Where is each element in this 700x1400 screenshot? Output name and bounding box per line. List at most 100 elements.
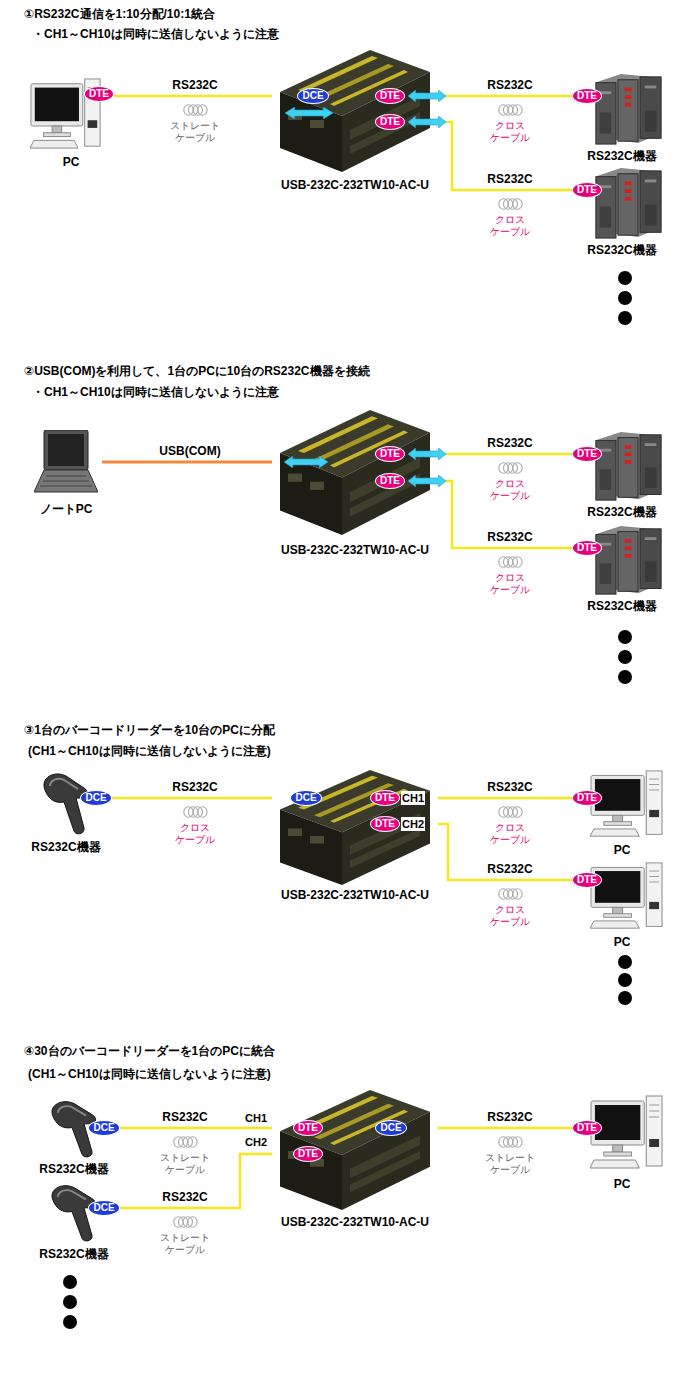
section-note: ・CH1～CH10は同時に送信しないように注意 [32,26,279,42]
cable-line [438,1127,572,1130]
equipment-box: RS232C機器 DTE [572,166,672,258]
node-label: RS232C機器 [39,1247,108,1262]
interface-label: RS232C [485,862,534,877]
converter-icon [280,50,430,172]
label-anchor: クロス ケーブル [490,822,530,846]
laptop-box: ノートPC [30,425,102,517]
equipment-icon [596,432,661,500]
cable-line [114,95,272,98]
dte-badge: DTE [375,88,405,104]
node-label: DCE [302,90,323,102]
label-anchor: ②USB(COM)を利用して、1台のPCに10台のRS232C機器を接続 [24,363,370,379]
pc-icon [590,1096,662,1168]
interface-label: RS232C [170,78,219,93]
flow-arrow [285,107,333,119]
dce-badge: DCE [290,790,322,806]
flow-arrow [408,475,446,487]
dce-badge: DCE [297,88,329,104]
section-heading: ③1台のバーコードリーダーを10台のPCに分配 [24,722,275,738]
converter-icon [280,770,430,885]
dte-badge: DTE [84,86,114,102]
section-heading: ④30台のバーコードリーダーを1台のPCに統合 [24,1043,275,1059]
edge-label-anchor: RS232C [485,172,534,187]
converter-icon [280,410,430,535]
dce-badge: DCE [375,1120,407,1136]
label-anchor: クロス ケーブル [490,120,530,144]
channel-label: CH1 [401,791,425,805]
cable-line [102,461,272,464]
edge-label-anchor: RS232C [485,862,534,877]
connector-group [102,96,572,1208]
equipment-box: RS232C機器DTE [572,72,672,164]
ellipsis-dot [618,955,632,969]
node-label: USB-232C-232TW10-AC-U [281,1215,429,1230]
node-label: RS232C機器 [587,243,656,258]
cable-line [438,797,572,800]
label-anchor: CH2 [244,1135,268,1149]
cable-icon [499,463,522,474]
node-label: DTE [577,448,597,460]
cable-icon [499,889,522,900]
node-label: PC [614,935,631,950]
cable-icon [499,807,522,818]
node-label: DCE [380,1122,401,1134]
label-anchor: ④30台のバーコードリーダーを1台のPCに統合 [24,1043,275,1059]
cable-line [438,453,572,456]
node-label: RS232C機器 [39,1162,108,1177]
channel-label: CH2 [244,1135,268,1149]
pc-box: PCDTE [572,860,672,950]
ellipsis-dot [63,1295,77,1309]
node-label: RS232C機器 [587,149,656,164]
label-anchor: CH1 [401,791,425,805]
dte-badge: DTE [572,540,602,556]
interface-label: RS232C [485,436,534,451]
label-anchor: (CH1～CH10は同時に送信しないように注意) [28,743,271,759]
node-label: DTE [375,792,395,804]
scanner-icon [52,1186,96,1241]
ellipsis-dot [618,973,632,987]
edge-label-anchor: RS232C [170,78,219,93]
dte-badge: DTE [293,1146,323,1162]
dte-badge: DTE [572,1120,602,1136]
ellipsis-dot [618,991,632,1005]
node-label: DTE [380,116,400,128]
cable-line [112,797,272,800]
node-label: DTE [577,792,597,804]
ellipsis-dot [618,670,632,684]
scanner-box: RS232C機器DCE [28,1095,120,1177]
node-label: DTE [380,90,400,102]
section-note: (CH1～CH10は同時に送信しないように注意) [28,743,271,759]
converter-box: USB-232C-232TW10-AC-UDCEDTEDTE [272,48,438,193]
edge-label-anchor: RS232C [485,436,534,451]
scanner-box: RS232C機器DCE [20,765,112,855]
section-heading: ①RS232C通信を1:10分配/10:1統合 [24,6,215,22]
equipment-icon [596,168,661,238]
label-anchor: クロス ケーブル [490,904,530,928]
ellipsis-dot [618,630,632,644]
label-anchor: CH1 [244,1111,268,1125]
flow-arrow [408,448,446,460]
node-label: USB-232C-232TW10-AC-U [281,888,429,903]
node-label: PC [63,155,80,170]
edge-label-anchor: RS232C [485,530,534,545]
ellipsis-dot [618,291,632,305]
label-anchor: ③1台のバーコードリーダーを10台のPCに分配 [24,722,275,738]
node-label: DTE [577,184,597,196]
cable-icon [499,557,522,568]
dte-badge: DTE [370,790,400,806]
edge-label-anchor: RS232C [485,780,534,795]
interface-label: RS232C [170,780,219,795]
interface-label: RS232C [160,1190,209,1205]
equipment-icon [596,526,661,594]
node-label: PC [614,1177,631,1192]
scanner-box: RS232C機器DCE [28,1180,120,1262]
dte-badge: DTE [375,114,405,130]
cable-icon [174,1137,197,1148]
dte-badge: DTE [370,816,400,832]
cable-line [120,1127,272,1130]
dte-badge: DTE [572,790,602,806]
pc-icon [590,863,662,928]
label-anchor: クロス ケーブル [490,572,530,596]
equipment-icon [596,74,661,144]
scanner-icon [44,774,88,834]
